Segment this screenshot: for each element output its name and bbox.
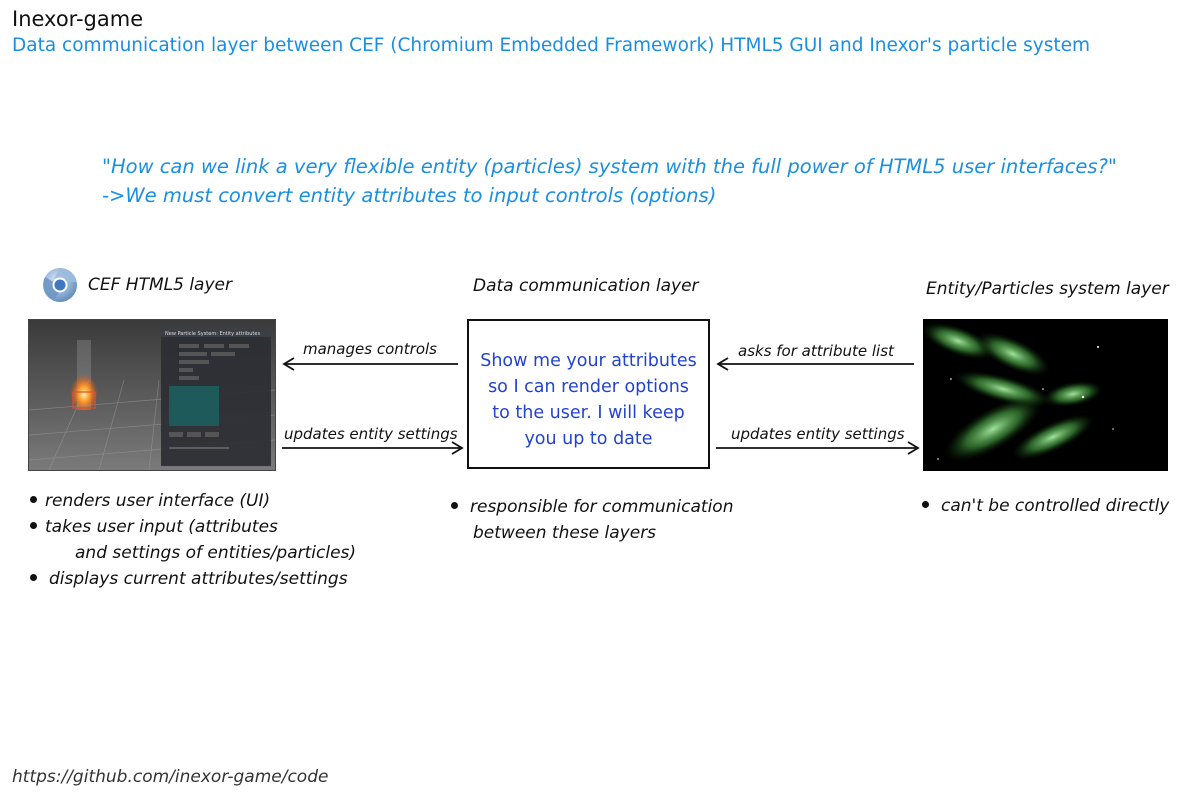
- data-layer-title: Data communication layer: [473, 276, 699, 296]
- particle-system-screenshot: [923, 319, 1168, 471]
- arrow-label-asks-attributes: asks for attribute list: [738, 342, 894, 360]
- box-message: Show me your attributes so I can render …: [480, 351, 697, 449]
- data-communication-box: Show me your attributes so I can render …: [467, 319, 710, 469]
- list-item: can't be controlled directly: [922, 493, 1169, 519]
- list-item: between these layers: [473, 523, 657, 543]
- list-item: and settings of entities/particles): [75, 543, 357, 563]
- key-question: "How can we link a very flexible entity …: [102, 152, 1117, 210]
- footer-url: https://github.com/inexor-game/code: [12, 767, 329, 787]
- entity-bullets: can't be controlled directly: [922, 493, 1169, 519]
- question-line: "How can we link a very flexible entity …: [102, 155, 1117, 178]
- arrow-label-updates-right: updates entity settings: [731, 425, 905, 443]
- list-item: displays current attributes/settings: [30, 566, 356, 592]
- cef-bullets: renders user interface (UI) takes user i…: [30, 488, 356, 592]
- entity-layer-title: Entity/Particles system layer: [926, 279, 1169, 299]
- cef-ui-screenshot: New Particle System: Entity attributes: [28, 319, 276, 471]
- arrow-label-manages-controls: manages controls: [303, 340, 437, 358]
- arrow-label-updates-left: updates entity settings: [284, 425, 458, 443]
- cef-layer-title: CEF HTML5 layer: [88, 275, 232, 295]
- list-item: renders user interface (UI): [30, 488, 356, 514]
- chromium-logo-icon: [42, 267, 78, 303]
- list-item: takes user input (attributes: [30, 514, 356, 540]
- list-item: responsible for communication: [451, 494, 733, 520]
- data-bullets: responsible for communication between th…: [451, 494, 733, 546]
- page-subtitle: Data communication layer between CEF (Ch…: [12, 35, 1091, 56]
- answer-line: ->We must convert entity attributes to i…: [102, 184, 717, 207]
- panel-title: New Particle System: Entity attributes: [165, 331, 260, 337]
- page-title: Inexor-game: [12, 7, 144, 31]
